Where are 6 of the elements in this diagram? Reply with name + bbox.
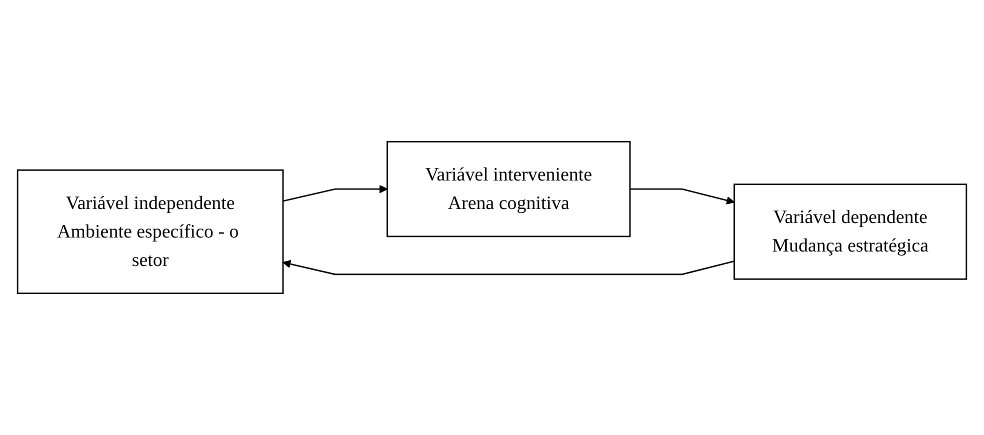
arrow — [282, 184, 388, 202]
arrow — [282, 260, 734, 276]
node-box: Variável dependente Mudança estratégica — [734, 184, 968, 280]
node-box: Variável independente Ambiente específico - o setor — [16, 169, 284, 294]
arrow — [630, 188, 735, 204]
node-box: Variável interveniente Arena cognitiva — [386, 140, 631, 238]
